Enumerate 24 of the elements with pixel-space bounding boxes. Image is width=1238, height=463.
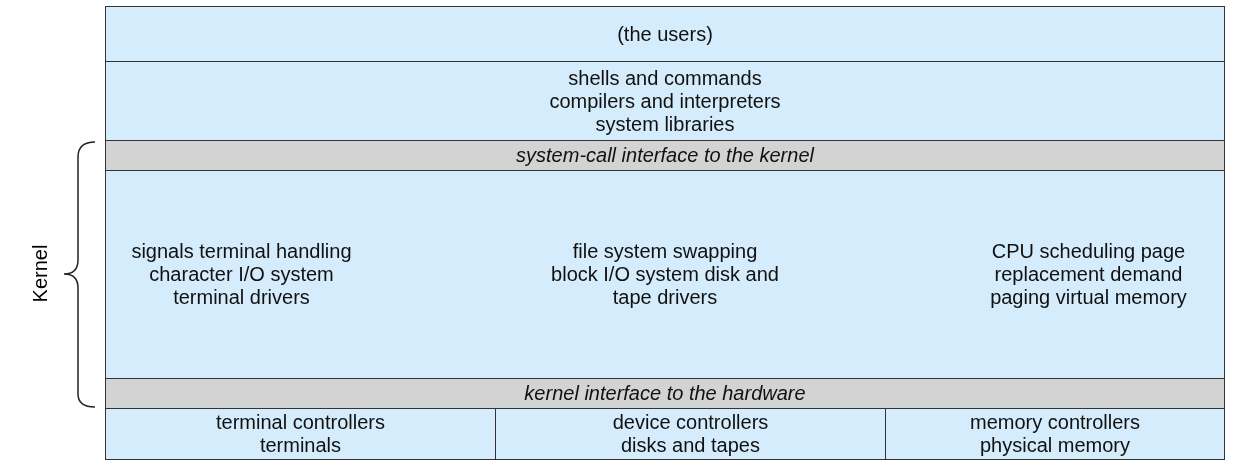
band-label: system-call interface to the kernel [516, 144, 814, 167]
interface-band [105, 140, 1225, 171]
layer-text: memory controllers [969, 411, 1140, 434]
layer-text: shells and commands [568, 66, 762, 90]
layer-text: system libraries [595, 112, 735, 136]
layer-text: disks and tapes [621, 434, 760, 457]
side-label: Kernel [29, 244, 53, 303]
layer-text: CPU scheduling page replacement demand paging virtual memory [989, 240, 1188, 309]
layer-text: physical memory [979, 434, 1130, 457]
kernel-layer-box [105, 170, 1225, 379]
hardware-cell [885, 408, 1225, 460]
layer-text: (the users) [617, 22, 713, 46]
interface-band [105, 378, 1225, 409]
layer-text: terminals [259, 434, 342, 457]
layer-box [105, 6, 1225, 62]
hardware-cell [105, 408, 496, 460]
hardware-cell [495, 408, 886, 460]
layer-text: file system swapping block I/O system disk and tape drivers [550, 240, 780, 309]
layer-text: signals terminal handling character I/O system terminal drivers [130, 240, 353, 309]
layer-text: device controllers [612, 411, 769, 434]
layer-text: compilers and interpreters [549, 89, 781, 113]
layer-text: terminal controllers [216, 411, 385, 434]
band-label: kernel interface to the hardware [524, 382, 806, 405]
layer-box [105, 61, 1225, 141]
